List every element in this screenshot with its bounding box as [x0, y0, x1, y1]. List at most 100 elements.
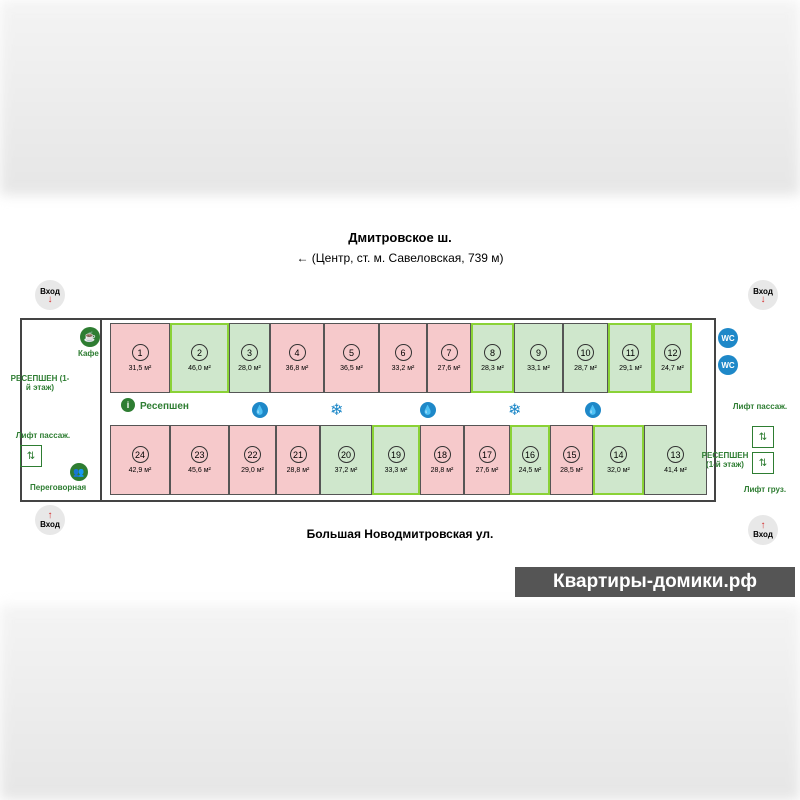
room-number: 19: [387, 446, 405, 463]
room-area: 28,5 м²: [560, 467, 583, 474]
entrance-label: Вход: [753, 286, 773, 296]
arrow-up-icon: ↑: [760, 519, 766, 531]
water-drop-icon: 💧: [420, 402, 436, 418]
entrance-top-left: Вход↓: [35, 280, 65, 310]
room-area: 36,8 м²: [285, 365, 309, 372]
arrow-down-icon: ↓: [47, 293, 53, 305]
entrance-bottom-left: ↑Вход: [35, 505, 65, 535]
entrance-label: Вход: [40, 519, 60, 529]
room-number: 11: [622, 344, 639, 361]
room-number: 18: [433, 446, 451, 463]
wc-icon: WC: [718, 355, 738, 375]
freight-lift-label: Лифт груз.: [743, 485, 787, 494]
room-number: 24: [131, 446, 149, 463]
lift-left-label: Лифт пассаж.: [15, 431, 71, 440]
room-number: 3: [241, 344, 258, 361]
room-number: 5: [343, 344, 360, 361]
room-area: 37,2 м²: [334, 467, 358, 474]
room-area: 24,7 м²: [661, 365, 684, 372]
room-15[interactable]: 15 28,5 м²: [550, 425, 593, 495]
room-number: 21: [289, 446, 307, 463]
entrance-top-right: Вход↓: [748, 280, 778, 310]
room-area: 42,9 м²: [128, 467, 152, 474]
arrow-up-icon: ↑: [47, 509, 53, 521]
snowflake-icon: ❄: [508, 402, 522, 419]
room-13[interactable]: 13 41,4 м²: [644, 425, 707, 495]
room-area: 31,5 м²: [128, 365, 152, 372]
room-area: 29,1 м²: [619, 365, 642, 372]
room-number: 14: [610, 446, 627, 463]
meeting-room-label: Переговорная: [30, 483, 87, 492]
room-number: 6: [394, 344, 412, 361]
room-number: 10: [577, 344, 594, 361]
room-1[interactable]: 1 31,5 м²: [110, 323, 170, 393]
room-area: 33,2 м²: [391, 365, 415, 372]
water-drop-icon: 💧: [585, 402, 601, 418]
room-10[interactable]: 10 28,7 м²: [563, 323, 608, 393]
room-area: 36,5 м²: [340, 365, 363, 372]
coffee-icon: ☕: [80, 327, 100, 347]
room-12[interactable]: 12 24,7 м²: [653, 323, 692, 393]
room-number: 23: [191, 446, 208, 463]
blurred-top-background: [0, 0, 800, 195]
room-9[interactable]: 9 33,1 м²: [514, 323, 563, 393]
street-top: Дмитровское ш.: [348, 230, 452, 245]
meeting-room-icon: 👥: [70, 463, 88, 481]
passenger-lift-icon: ⇅: [20, 445, 42, 467]
lift-right-label: Лифт пассаж.: [732, 402, 788, 411]
room-8[interactable]: 8 28,3 м²: [471, 323, 514, 393]
room-number: 22: [244, 446, 261, 463]
room-number: 20: [337, 446, 355, 463]
room-21[interactable]: 21 28,8 м²: [276, 425, 320, 495]
blurred-bottom-background: [0, 605, 800, 800]
room-number: 7: [440, 344, 458, 361]
room-11[interactable]: 11 29,1 м²: [608, 323, 653, 393]
freight-lift-icon: ⇅: [752, 452, 774, 474]
room-area: 27,6 м²: [475, 467, 499, 474]
wc-icon: WC: [718, 328, 738, 348]
room-number: 9: [530, 344, 547, 361]
snowflake-icon: ❄: [330, 402, 344, 419]
room-7[interactable]: 7 27,6 м²: [427, 323, 471, 393]
room-24[interactable]: 24 42,9 м²: [110, 425, 170, 495]
room-18[interactable]: 18 28,8 м²: [420, 425, 464, 495]
room-number: 8: [484, 344, 501, 361]
room-area: 28,7 м²: [574, 365, 597, 372]
entrance-bottom-right: ↑Вход: [748, 515, 778, 545]
room-area: 32,0 м²: [607, 467, 630, 474]
arrow-down-icon: ↓: [760, 293, 766, 305]
room-area: 41,4 м²: [664, 467, 687, 474]
room-20[interactable]: 20 37,2 м²: [320, 425, 372, 495]
passenger-lift-icon: ⇅: [752, 426, 774, 448]
room-area: 33,3 м²: [384, 467, 408, 474]
room-number: 15: [563, 446, 580, 463]
room-number: 12: [664, 344, 681, 361]
room-number: 1: [131, 344, 149, 361]
reception-right-label: РЕСЕПШЕН (1-й этаж): [701, 451, 749, 469]
room-area: 27,6 м²: [437, 365, 461, 372]
room-19[interactable]: 19 33,3 м²: [372, 425, 420, 495]
street-bottom: Большая Новодмитровская ул.: [306, 527, 494, 541]
room-14[interactable]: 14 32,0 м²: [593, 425, 644, 495]
room-area: 33,1 м²: [527, 365, 550, 372]
room-area: 28,8 м²: [286, 467, 310, 474]
reception-left-label: РЕСЕПШЕН (1-й этаж): [10, 374, 70, 392]
room-5[interactable]: 5 36,5 м²: [324, 323, 379, 393]
direction-note: ← (Центр, ст. м. Савеловская, 739 м): [296, 251, 504, 265]
cafe-label: Кафе: [78, 349, 99, 358]
room-number: 13: [667, 446, 684, 463]
room-area: 46,0 м²: [188, 365, 211, 372]
room-6[interactable]: 6 33,2 м²: [379, 323, 427, 393]
reception-corridor-label: Ресепшен: [140, 401, 189, 412]
watermark: Квартиры-домики.рф: [515, 567, 795, 597]
info-icon: i: [121, 398, 135, 412]
room-area: 28,3 м²: [481, 365, 504, 372]
room-area: 28,8 м²: [430, 467, 454, 474]
